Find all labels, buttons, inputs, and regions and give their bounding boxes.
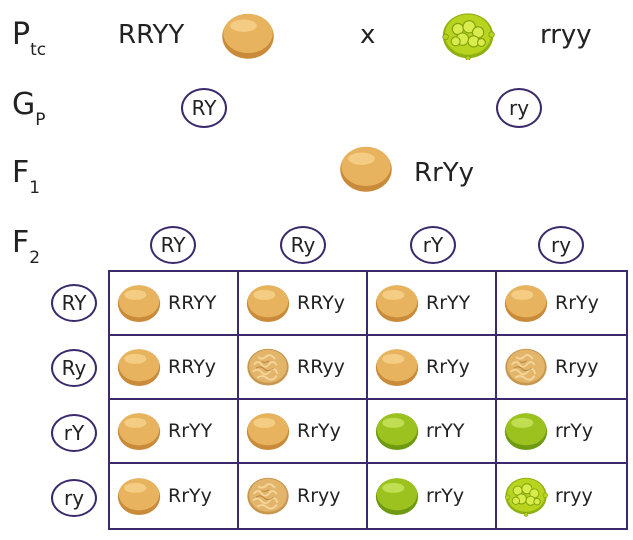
seed-icon: [116, 346, 162, 387]
punnett-cell: RrYY: [368, 272, 497, 336]
row-gamete: Ry: [51, 349, 97, 387]
cell-genotype: RrYy: [168, 485, 212, 507]
f1-seed-icon: [338, 143, 394, 193]
cell-genotype: RRyy: [297, 356, 345, 378]
row-gamete: rY: [51, 414, 97, 452]
seed-icon: [503, 282, 549, 323]
label-f1: F1: [12, 155, 41, 199]
seed-icon: [245, 282, 291, 323]
parent-gamete-left: RY: [181, 88, 227, 128]
seed-icon: [245, 410, 291, 451]
column-gamete: Ry: [280, 226, 326, 264]
row-gamete: ry: [51, 479, 97, 517]
cell-genotype: rrYy: [555, 420, 594, 442]
column-gamete: RY: [150, 226, 196, 264]
punnett-cell: RRYy: [239, 272, 368, 336]
punnett-cell: Rryy: [497, 336, 626, 400]
parent-left-genotype: RRYY: [118, 20, 185, 50]
f1-genotype: RrYy: [414, 158, 475, 188]
label-gp: GP: [12, 87, 46, 131]
punnett-cell: rrYY: [368, 400, 497, 464]
punnett-cell: rrYy: [368, 464, 497, 528]
punnett-cell: RRYy: [110, 336, 239, 400]
punnett-cell: RrYy: [110, 464, 239, 528]
parent-right-genotype: rryy: [540, 20, 592, 50]
seed-icon: [503, 346, 549, 387]
parent-gamete-right: ry: [496, 88, 542, 128]
cell-genotype: RRYY: [168, 292, 217, 314]
punnett-cell: RrYy: [368, 336, 497, 400]
punnett-cell: RRYY: [110, 272, 239, 336]
cell-genotype: RrYy: [297, 420, 341, 442]
label-f2: F2: [12, 225, 41, 269]
cell-genotype: RrYy: [426, 356, 470, 378]
punnett-cell: RRyy: [239, 336, 368, 400]
punnett-cell: RrYY: [110, 400, 239, 464]
parent-right-seed-icon: [440, 10, 496, 61]
seed-icon: [374, 410, 420, 451]
seed-icon: [116, 282, 162, 323]
punnett-cell: rrYy: [497, 400, 626, 464]
cell-genotype: rrYy: [426, 485, 465, 507]
punnett-cell: RrYy: [239, 400, 368, 464]
cell-genotype: rryy: [555, 485, 593, 507]
punnett-cell: rryy: [497, 464, 626, 528]
cell-genotype: Rryy: [555, 356, 599, 378]
punnett-cell: RrYy: [497, 272, 626, 336]
label-ptc: Ptc: [12, 17, 47, 61]
parent-left-seed-icon: [220, 10, 276, 60]
seed-icon: [116, 475, 162, 516]
seed-icon: [245, 346, 291, 387]
cell-genotype: RRYy: [297, 292, 346, 314]
seed-icon: [116, 410, 162, 451]
cell-genotype: RRYy: [168, 356, 217, 378]
seed-icon: [374, 346, 420, 387]
column-gamete: ry: [538, 226, 584, 264]
seed-icon: [374, 475, 420, 516]
seed-icon: [245, 475, 291, 516]
cell-genotype: RrYY: [168, 420, 213, 442]
seed-icon: [503, 410, 549, 451]
punnett-cell: Rryy: [239, 464, 368, 528]
cell-genotype: Rryy: [297, 485, 341, 507]
cell-genotype: RrYY: [426, 292, 471, 314]
cell-genotype: RrYy: [555, 292, 599, 314]
seed-icon: [503, 475, 549, 517]
cell-genotype: rrYY: [426, 420, 465, 442]
column-gamete: rY: [410, 226, 456, 264]
cross-symbol: x: [360, 20, 376, 50]
row-gamete: RY: [51, 284, 97, 322]
seed-icon: [374, 282, 420, 323]
